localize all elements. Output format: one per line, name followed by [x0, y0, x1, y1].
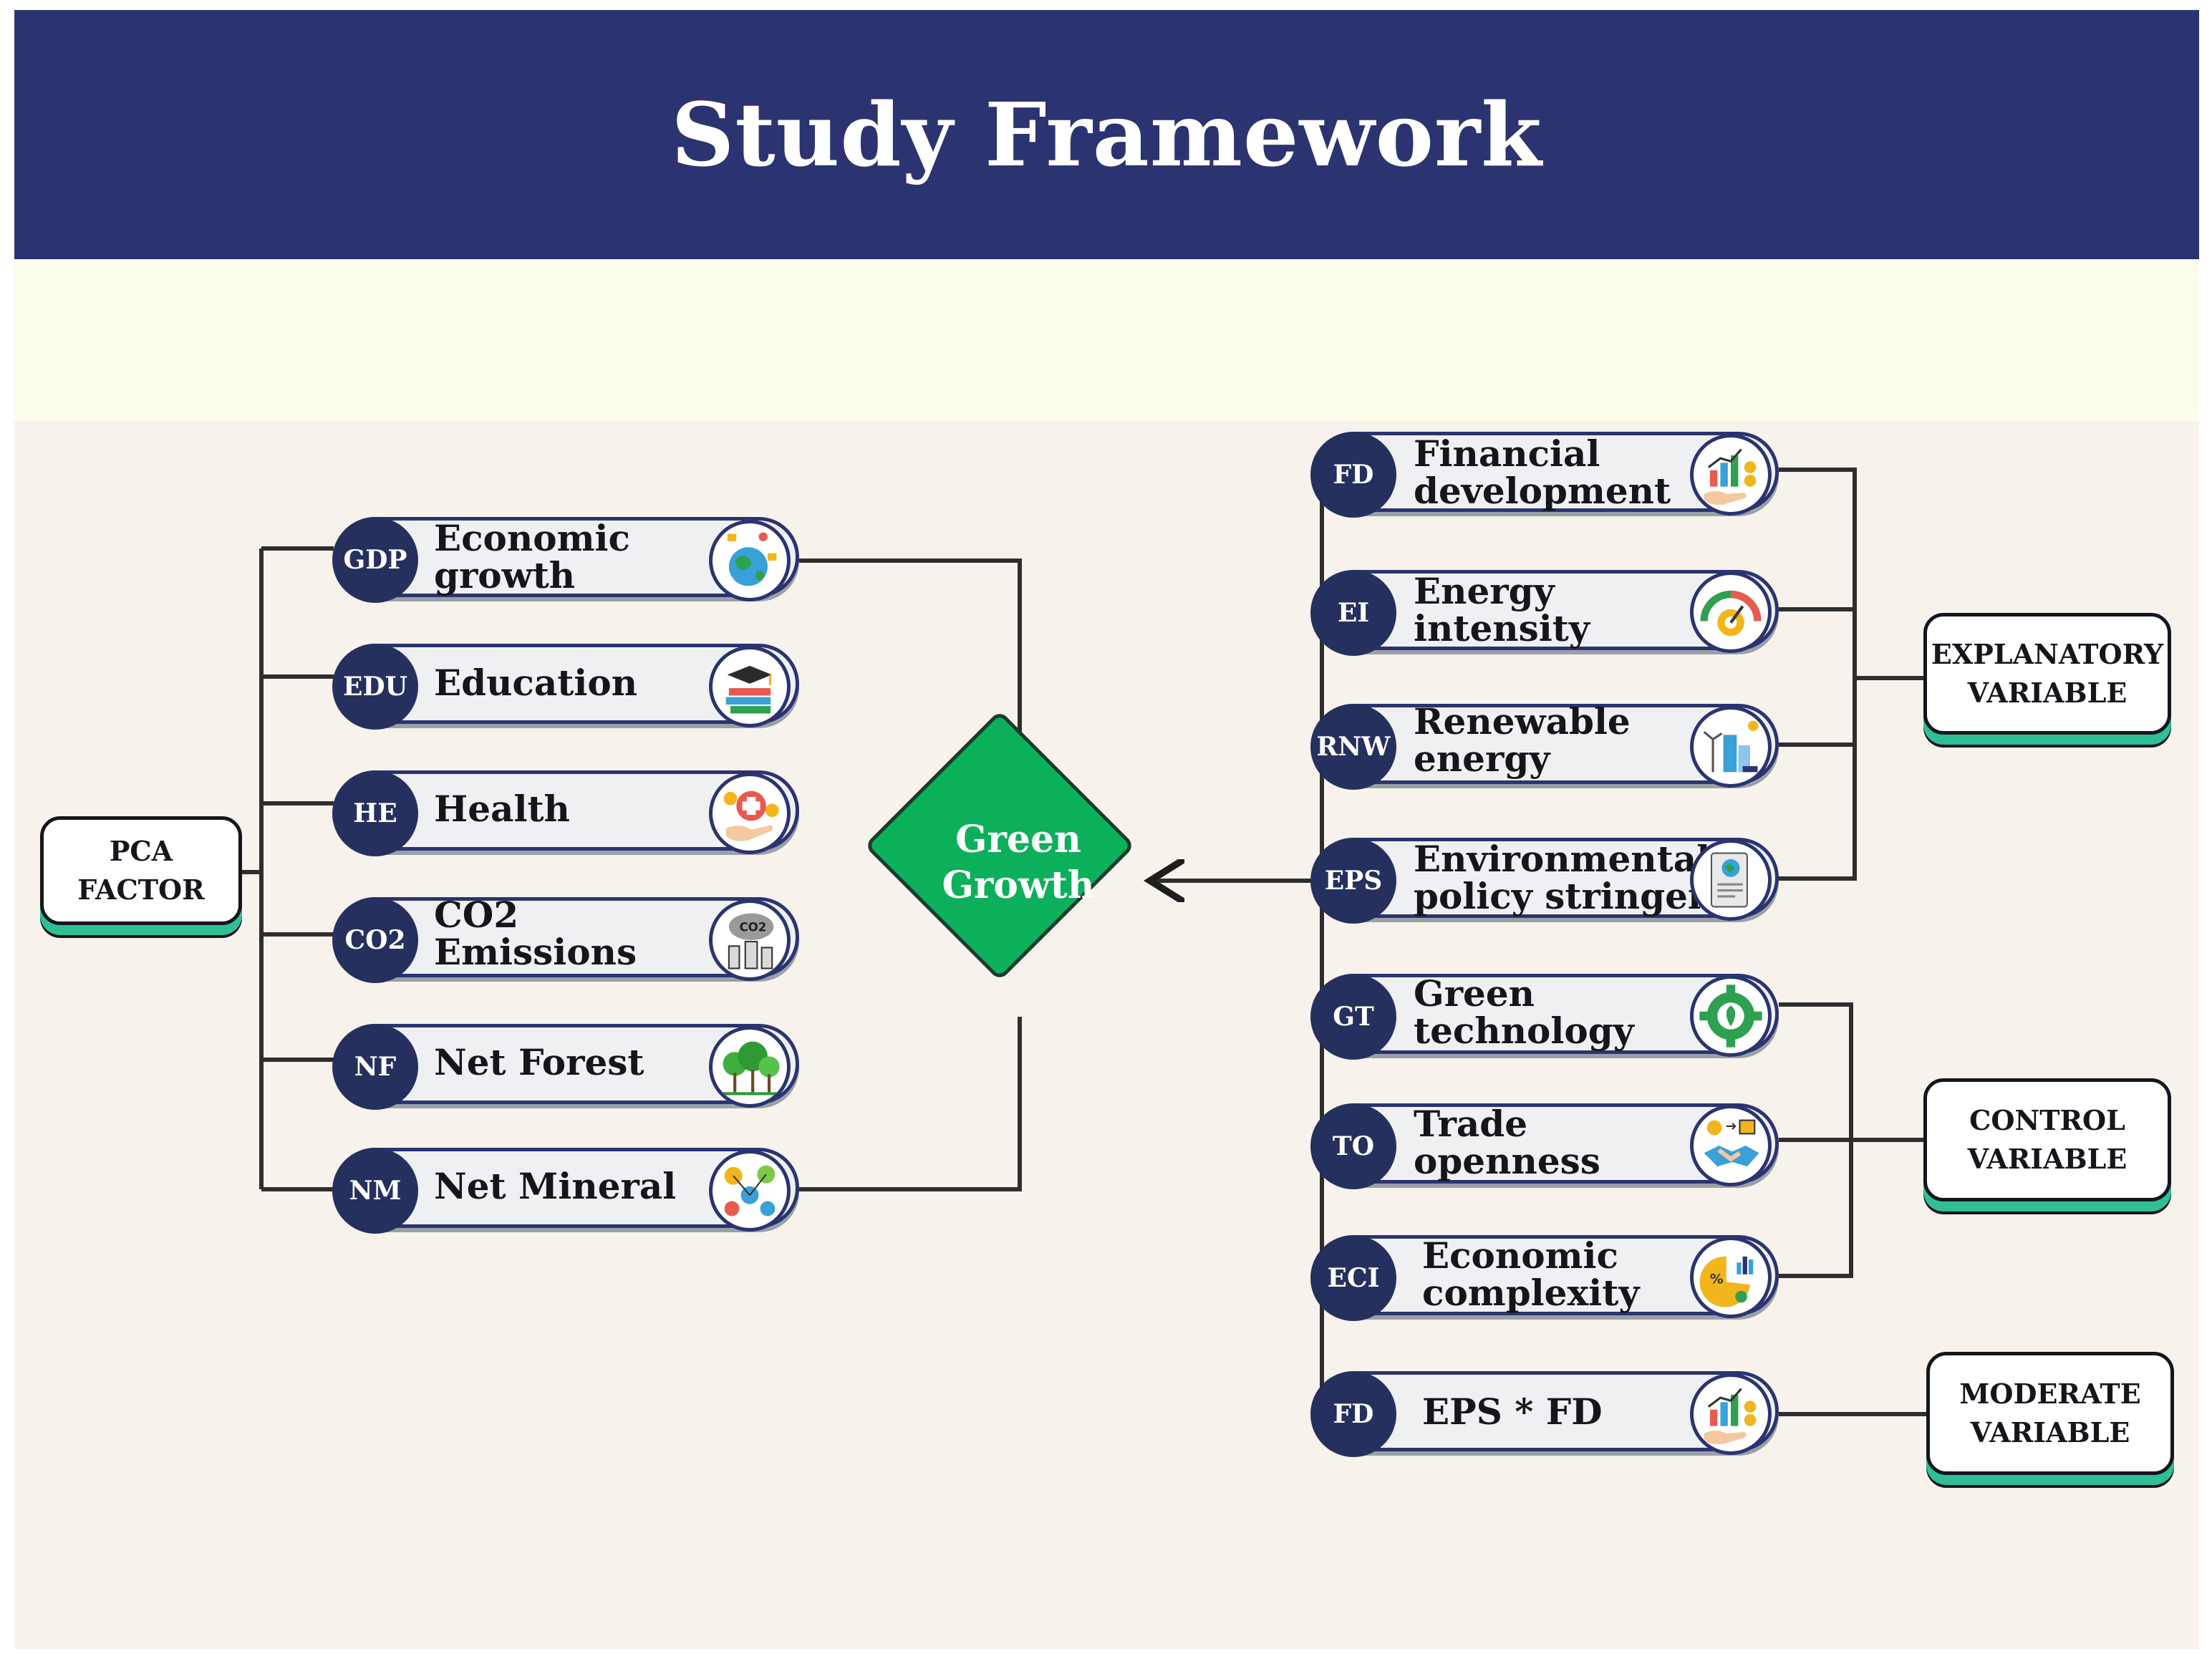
- trade-handshake-icon: [1690, 1105, 1772, 1186]
- green-growth-label: Green Growth: [942, 818, 1095, 907]
- item-label: Net Mineral: [434, 1165, 677, 1207]
- abbr-badge: ECI: [1310, 1235, 1396, 1321]
- item-label: Education: [434, 662, 638, 704]
- abbr-badge: RNW: [1310, 704, 1396, 790]
- explanatory-variable-box: EXPLANATORY VARIABLE: [1923, 613, 2171, 735]
- item-label: Economic complexity: [1422, 1234, 1640, 1314]
- abbr-badge: NF: [332, 1024, 418, 1110]
- item-label: EPS * FD: [1422, 1390, 1603, 1433]
- abbr-badge: NM: [332, 1148, 418, 1234]
- abbr-badge: FD: [1310, 432, 1396, 518]
- moderate-variable-box: MODERATE VARIABLE: [1926, 1352, 2174, 1475]
- renewable-city-icon: [1690, 706, 1772, 788]
- item-label: Green technology: [1414, 972, 1634, 1052]
- item-label: CO2 Emissions: [434, 894, 637, 973]
- item-label: Net Forest: [434, 1041, 644, 1083]
- item-label: Renewable energy: [1414, 700, 1631, 780]
- blank-band: [14, 259, 2199, 421]
- policy-document-icon: [1690, 839, 1772, 921]
- mineral-molecules-icon: [709, 1150, 791, 1232]
- factory-co2-icon: CO2: [709, 899, 791, 981]
- green-gear-icon: [1690, 975, 1772, 1057]
- abbr-badge: GT: [1310, 974, 1396, 1060]
- page-title: Study Framework: [671, 83, 1542, 186]
- abbr-badge: HE: [332, 770, 418, 856]
- finance-growth-icon: [1690, 434, 1772, 516]
- svg-text:CO2: CO2: [739, 921, 766, 934]
- abbr-badge: CO2: [332, 897, 418, 983]
- nm-to-diamond-line: [796, 1017, 1022, 1191]
- item-label: Health: [434, 788, 570, 830]
- abbr-badge: EPS: [1310, 838, 1396, 924]
- finance-growth-icon: [1690, 1373, 1772, 1455]
- item-label: Economic growth: [434, 517, 630, 596]
- abbr-badge: FD: [1310, 1371, 1396, 1457]
- header-banner: Study Framework: [14, 10, 2199, 259]
- abbr-badge: EI: [1310, 570, 1396, 656]
- item-label: Trade openness: [1414, 1103, 1600, 1182]
- health-hand-icon: [709, 773, 791, 854]
- graduation-books-icon: [709, 646, 791, 727]
- item-label: Financial development: [1414, 432, 1671, 512]
- svg-text:%: %: [1710, 1272, 1724, 1287]
- control-variable-box: CONTROL VARIABLE: [1923, 1078, 2171, 1201]
- energy-gauge-icon: [1690, 571, 1772, 653]
- forest-trees-icon: [709, 1026, 791, 1108]
- gdp-to-diamond-line: [796, 558, 1022, 750]
- globe-economy-icon: [709, 520, 791, 601]
- abbr-badge: TO: [1310, 1103, 1396, 1189]
- abbr-badge: GDP: [332, 517, 418, 603]
- pca-factor-box: PCA FACTOR: [40, 816, 242, 925]
- abbr-badge: EDU: [332, 644, 418, 730]
- complexity-chart-icon: %: [1690, 1237, 1772, 1318]
- item-label: Energy intensity: [1414, 570, 1590, 649]
